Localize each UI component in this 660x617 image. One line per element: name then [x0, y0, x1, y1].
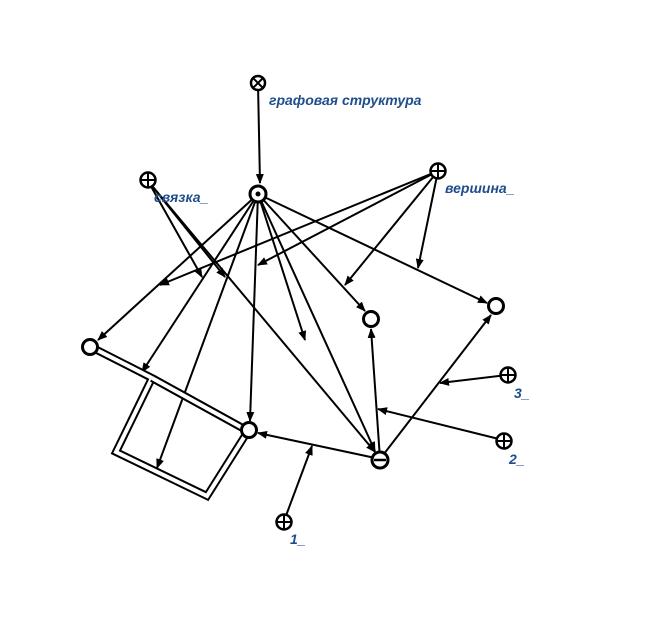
role-1-node[interactable] — [275, 513, 293, 531]
arrow-role-2 — [377, 407, 504, 441]
center-node[interactable] — [248, 184, 268, 204]
arrow-minus-to-right-node — [379, 314, 492, 460]
arrow-center-to-frame-bottom — [156, 193, 259, 469]
edges-group — [97, 83, 508, 522]
role-1-label: 1_ — [290, 531, 306, 547]
mid-node[interactable] — [362, 310, 380, 328]
double-line-frame — [89, 343, 254, 502]
minus-node[interactable] — [370, 450, 390, 470]
arrow-center-to-minus-node-a — [257, 193, 376, 452]
arrow-center-to-frame-top — [141, 193, 259, 373]
arrow-role-1 — [283, 445, 313, 522]
vertex-label: вершина_ — [445, 180, 515, 196]
left-node[interactable] — [81, 338, 99, 356]
role-3-label: 3_ — [514, 385, 530, 401]
arrow-graph-structure-to-center — [255, 83, 264, 184]
vertex-node[interactable] — [429, 162, 447, 180]
arrow-vertex-d — [415, 170, 439, 269]
arrow-center-to-left-node — [97, 193, 259, 341]
connection-label: связка_ — [154, 189, 208, 205]
graph-structure-node[interactable] — [249, 74, 267, 92]
arrow-vertex-c — [344, 170, 439, 286]
role-2-node[interactable] — [495, 432, 513, 450]
right-node[interactable] — [487, 297, 505, 315]
connection-node[interactable] — [139, 171, 157, 189]
arrow-minus-to-bottom-node — [257, 430, 381, 460]
arrow-vertex-a — [159, 170, 439, 286]
arrow-connection-a — [147, 180, 203, 278]
arrow-role-3 — [439, 374, 508, 386]
role-3-node[interactable] — [499, 366, 517, 384]
arrow-vertex-b — [257, 170, 439, 266]
nodes-group — [81, 74, 517, 531]
arrow-center-to-mid-node — [257, 193, 366, 312]
arrow-center-to-minus-node-b — [257, 193, 307, 341]
graph-structure-label: графовая структура — [269, 92, 422, 108]
arrow-minus-to-mid-node — [367, 328, 381, 460]
arrow-connection-to-minus — [147, 180, 376, 453]
role-2-label: 2_ — [508, 451, 525, 467]
arrow-center-to-right-node — [257, 193, 488, 304]
labels-group: графовая структура связка_ вершина_ 1_ 2… — [154, 92, 530, 547]
bottom-node[interactable] — [240, 421, 258, 439]
